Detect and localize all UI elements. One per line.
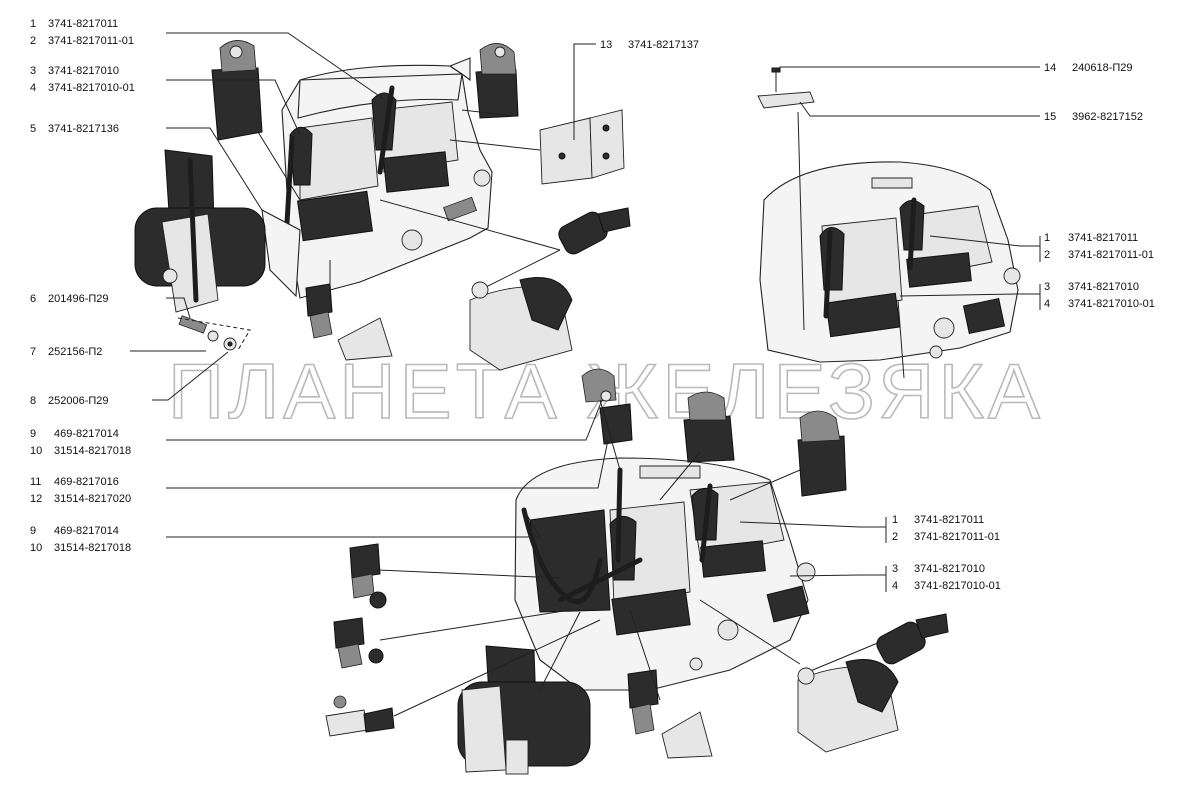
cab-bottom — [514, 457, 816, 691]
buckle-stalk-a — [469, 207, 631, 371]
callout-code-3: 3741-8217010 — [48, 65, 119, 77]
callout-num-4: 4 — [30, 82, 36, 94]
callout-code-10: 31514-8217018 — [54, 445, 131, 457]
callout-num-3r: 3 — [1044, 281, 1050, 293]
buckle-d — [325, 695, 395, 737]
callout-code-2b: 3741-8217011-01 — [914, 531, 1000, 543]
buckle-b — [349, 543, 387, 609]
callout-num-6: 6 — [30, 293, 36, 305]
buckle-c — [333, 617, 384, 669]
callout-num-4b: 4 — [892, 580, 898, 592]
callout-num-13: 13 — [600, 39, 612, 51]
belt-retractor-a — [211, 40, 263, 141]
callout-num-2r: 2 — [1044, 249, 1050, 261]
callout-num-11: 11 — [30, 476, 41, 488]
belt-retractor-b — [475, 43, 519, 119]
callout-code-9: 469-8217014 — [54, 428, 119, 440]
callout-num-15: 15 — [1044, 111, 1056, 123]
callout-code-9b: 469-8217014 — [54, 525, 119, 537]
callout-num-10b: 10 — [30, 542, 42, 554]
callout-code-15: 3962-8217152 — [1072, 111, 1143, 123]
belt-retractor-e — [581, 368, 633, 445]
callout-labels: 1 3741-8217011 2 3741-8217011-01 3 3741-… — [30, 18, 1155, 592]
callout-num-2b: 2 — [892, 531, 898, 543]
callout-num-8: 8 — [30, 395, 36, 407]
callout-num-10: 10 — [30, 445, 42, 457]
belt-retractor-c — [683, 391, 735, 463]
callout-num-3: 3 — [30, 65, 36, 77]
seat-assembly-5 — [134, 149, 266, 313]
callout-code-5: 3741-8217136 — [48, 123, 119, 135]
buckle-a — [305, 283, 393, 361]
callout-code-1b: 3741-8217011 — [914, 514, 984, 526]
callout-code-10b: 31514-8217018 — [54, 542, 131, 554]
callout-code-4r: 3741-8217010-01 — [1068, 298, 1155, 310]
cab-top-right — [759, 161, 1021, 379]
callout-num-9: 9 — [30, 428, 36, 440]
belt-retractor-d — [797, 410, 847, 497]
roof-bracket-15 — [757, 67, 815, 109]
callout-code-12: 31514-8217020 — [54, 493, 131, 505]
callout-num-4r: 4 — [1044, 298, 1050, 310]
callout-code-7: 252156-П2 — [48, 346, 102, 358]
callout-code-14: 240618-П29 — [1072, 62, 1133, 74]
callout-code-4: 3741-8217010-01 — [48, 82, 135, 94]
callout-code-3b: 3741-8217010 — [914, 563, 985, 575]
callout-code-2: 3741-8217011-01 — [48, 35, 134, 47]
callout-code-13: 3741-8217137 — [628, 39, 699, 51]
callout-num-9b: 9 — [30, 525, 36, 537]
callout-code-1r: 3741-8217011 — [1068, 232, 1138, 244]
callout-num-1r: 1 — [1044, 232, 1050, 244]
callout-code-4b: 3741-8217010-01 — [914, 580, 1001, 592]
callout-num-2: 2 — [30, 35, 36, 47]
cab-top-left — [261, 57, 493, 299]
buckle-e — [627, 669, 713, 759]
callout-num-1: 1 — [30, 18, 36, 30]
callout-code-1: 3741-8217011 — [48, 18, 118, 30]
callout-code-6: 201496-П29 — [48, 293, 109, 305]
callout-num-12: 12 — [30, 493, 42, 505]
callout-code-11: 469-8217016 — [54, 476, 119, 488]
callout-code-8: 252006-П29 — [48, 395, 109, 407]
callout-num-14: 14 — [1044, 62, 1056, 74]
leader-lines — [130, 32, 1040, 717]
callout-code-2r: 3741-8217011-01 — [1068, 249, 1154, 261]
callout-code-3r: 3741-8217010 — [1068, 281, 1139, 293]
callout-num-5: 5 — [30, 123, 36, 135]
fasteners-6-7-8 — [177, 315, 251, 351]
buckle-stalk-b — [797, 613, 949, 753]
seat-assembly-bottom — [457, 645, 591, 775]
callout-num-3b: 3 — [892, 563, 898, 575]
callout-brackets — [885, 236, 1041, 592]
callout-num-1b: 1 — [892, 514, 898, 526]
bracket-13 — [539, 109, 625, 185]
callout-num-7: 7 — [30, 346, 36, 358]
